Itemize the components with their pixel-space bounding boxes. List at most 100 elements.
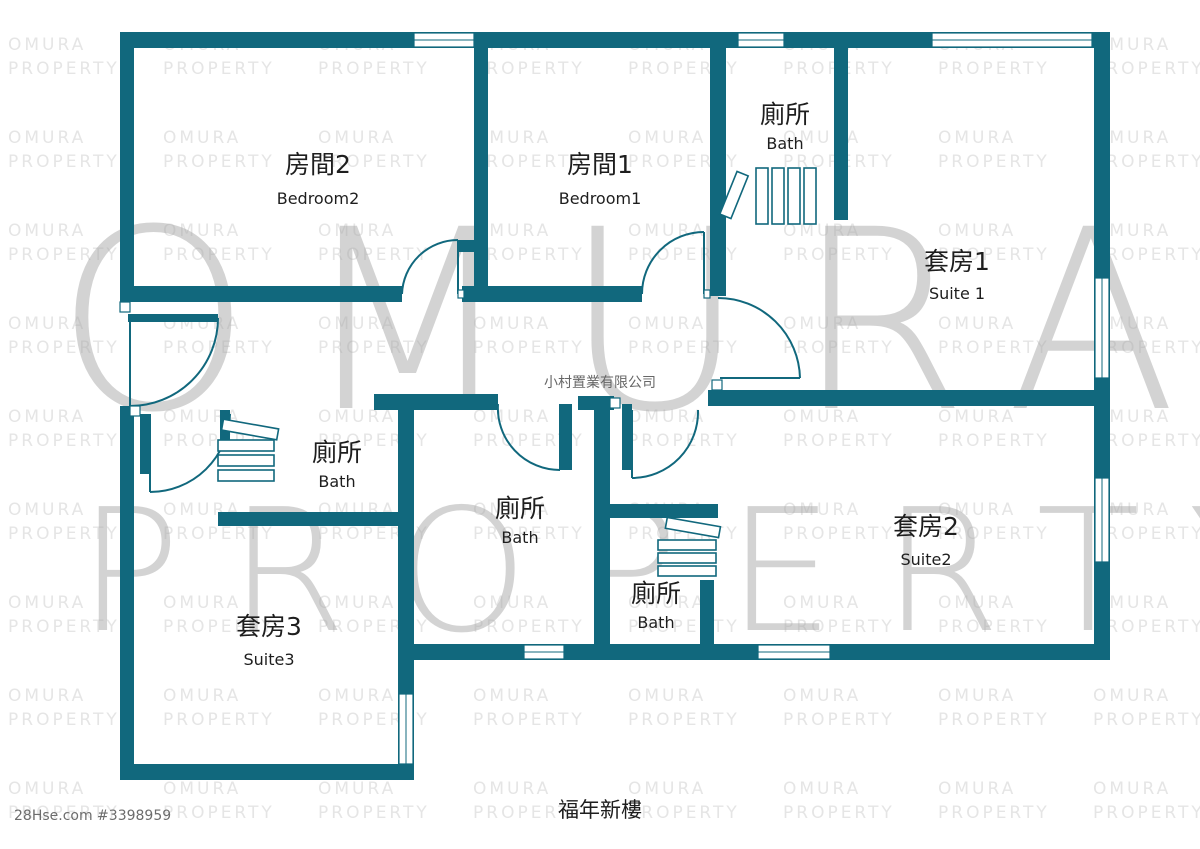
watermark-tile-line2: PROPERTY: [8, 152, 120, 172]
suite2-en: Suite2: [900, 550, 951, 569]
watermark-tile-line1: OMURA: [8, 314, 86, 334]
watermark-tile-line1: OMURA: [473, 221, 551, 241]
watermark-tile-line1: OMURA: [1093, 500, 1171, 520]
suite3-en: Suite3: [243, 650, 294, 669]
watermark-tile-line2: PROPERTY: [163, 245, 275, 265]
watermark-tile-line1: OMURA: [8, 221, 86, 241]
watermark-tile-line2: PROPERTY: [8, 617, 120, 637]
watermark-tile-line1: OMURA: [1093, 779, 1171, 799]
bedroom2-en: Bedroom2: [277, 189, 360, 208]
watermark-tile-line2: PROPERTY: [8, 803, 120, 823]
estate-name: 福年新樓: [558, 798, 642, 822]
watermark-tile-line2: PROPERTY: [628, 431, 740, 451]
watermark-tile-line1: OMURA: [8, 500, 86, 520]
watermark-line1: OMURA: [55, 176, 1200, 467]
watermark-tile-line2: PROPERTY: [473, 59, 585, 79]
watermark-tile-line2: PROPERTY: [163, 152, 275, 172]
watermark-tile-line2: PROPERTY: [628, 710, 740, 730]
suite3-zh: 套房3: [236, 612, 302, 641]
watermark-tile-line2: PROPERTY: [473, 710, 585, 730]
watermark-line2: PROPERTY: [78, 473, 1200, 671]
watermark-tile-line1: OMURA: [628, 779, 706, 799]
watermark-tile-line1: OMURA: [938, 407, 1016, 427]
watermark-tile-line1: OMURA: [783, 593, 861, 613]
watermark-tile-line1: OMURA: [938, 779, 1016, 799]
watermark-tile-line1: OMURA: [938, 593, 1016, 613]
watermark-tile-line2: PROPERTY: [8, 245, 120, 265]
watermark-tile-line1: OMURA: [628, 593, 706, 613]
watermark-tile-line2: PROPERTY: [1093, 152, 1200, 172]
watermark-tile-line1: OMURA: [473, 407, 551, 427]
watermark-tile-line2: PROPERTY: [938, 59, 1050, 79]
watermark-tile-line1: OMURA: [163, 128, 241, 148]
watermark-tile-line2: PROPERTY: [1093, 245, 1200, 265]
watermark-tile-line1: OMURA: [1093, 35, 1171, 55]
watermark-tile-line2: PROPERTY: [628, 338, 740, 358]
watermark-tile-line2: PROPERTY: [473, 803, 585, 823]
watermark-tile-line1: OMURA: [1093, 593, 1171, 613]
watermark-tile-line1: OMURA: [473, 128, 551, 148]
watermark-tile-line1: OMURA: [473, 593, 551, 613]
watermark-tile-line1: OMURA: [318, 779, 396, 799]
watermark-tile-line1: OMURA: [938, 221, 1016, 241]
bath-small-zh: 廁所: [631, 579, 681, 608]
watermark-tile-line1: OMURA: [938, 500, 1016, 520]
watermark-tile-line1: OMURA: [8, 779, 86, 799]
watermark-tile-line2: PROPERTY: [938, 338, 1050, 358]
watermark-tile-line2: PROPERTY: [163, 59, 275, 79]
watermark-tile-line1: OMURA: [1093, 221, 1171, 241]
watermark-tile-line2: PROPERTY: [628, 803, 740, 823]
watermark-tile-line2: PROPERTY: [783, 338, 895, 358]
watermark-tile-line2: PROPERTY: [1093, 59, 1200, 79]
watermark-tile-line1: OMURA: [783, 779, 861, 799]
watermark-tile-line2: PROPERTY: [783, 524, 895, 544]
watermark-tile-line1: OMURA: [1093, 128, 1171, 148]
bath-top-zh: 廁所: [760, 100, 810, 129]
watermark-tile-line1: OMURA: [628, 128, 706, 148]
watermark-tile-line2: PROPERTY: [318, 245, 430, 265]
watermark-tile-line2: PROPERTY: [783, 710, 895, 730]
watermark-tile-line2: PROPERTY: [1093, 803, 1200, 823]
watermark-tile-line2: PROPERTY: [1093, 338, 1200, 358]
watermark-tile-line2: PROPERTY: [938, 431, 1050, 451]
suite1-en: Suite 1: [929, 284, 985, 303]
watermark-tile-line2: PROPERTY: [8, 710, 120, 730]
watermark-tile-line1: OMURA: [1093, 686, 1171, 706]
watermark-tile-line2: PROPERTY: [938, 524, 1050, 544]
watermark-tile-line2: PROPERTY: [783, 617, 895, 637]
watermark-tile-line1: OMURA: [318, 221, 396, 241]
watermark-tile-line2: PROPERTY: [318, 59, 430, 79]
watermark-tile-line2: PROPERTY: [8, 338, 120, 358]
watermark-tile-line1: OMURA: [628, 686, 706, 706]
watermark-tile-line1: OMURA: [8, 35, 86, 55]
watermark-tile-line2: PROPERTY: [163, 338, 275, 358]
watermark-tile-line1: OMURA: [8, 128, 86, 148]
watermark-tile-line1: OMURA: [628, 314, 706, 334]
bath-left-zh: 廁所: [312, 438, 362, 467]
watermark-tile-line1: OMURA: [473, 314, 551, 334]
watermark-tile-line2: PROPERTY: [628, 152, 740, 172]
watermark-tile-line1: OMURA: [473, 500, 551, 520]
watermark-tile-line2: PROPERTY: [938, 245, 1050, 265]
watermark-tile-line2: PROPERTY: [628, 59, 740, 79]
watermark-tiles: OMURAPROPERTYOMURAPROPERTYOMURAPROPERTYO…: [8, 35, 1200, 823]
bath-top-en: Bath: [766, 134, 803, 153]
watermark: OMURA PROPERTY: [55, 176, 1200, 671]
watermark-tile-line1: OMURA: [8, 686, 86, 706]
watermark-tile-line2: PROPERTY: [163, 617, 275, 637]
watermark-tile-line1: OMURA: [1093, 314, 1171, 334]
watermark-tile-line2: PROPERTY: [1093, 710, 1200, 730]
watermark-tile-line1: OMURA: [783, 500, 861, 520]
watermark-tile-line2: PROPERTY: [8, 524, 120, 544]
bath-center-en: Bath: [501, 528, 538, 547]
watermark-tile-line1: OMURA: [318, 314, 396, 334]
suite2-zh: 套房2: [893, 512, 959, 541]
windows: [398, 32, 1110, 765]
bath-left-en: Bath: [318, 472, 355, 491]
bedroom2-zh: 房間2: [285, 150, 351, 179]
watermark-tile-line1: OMURA: [318, 593, 396, 613]
watermark-tile-line2: PROPERTY: [163, 803, 275, 823]
watermark-tile-line2: PROPERTY: [1093, 617, 1200, 637]
